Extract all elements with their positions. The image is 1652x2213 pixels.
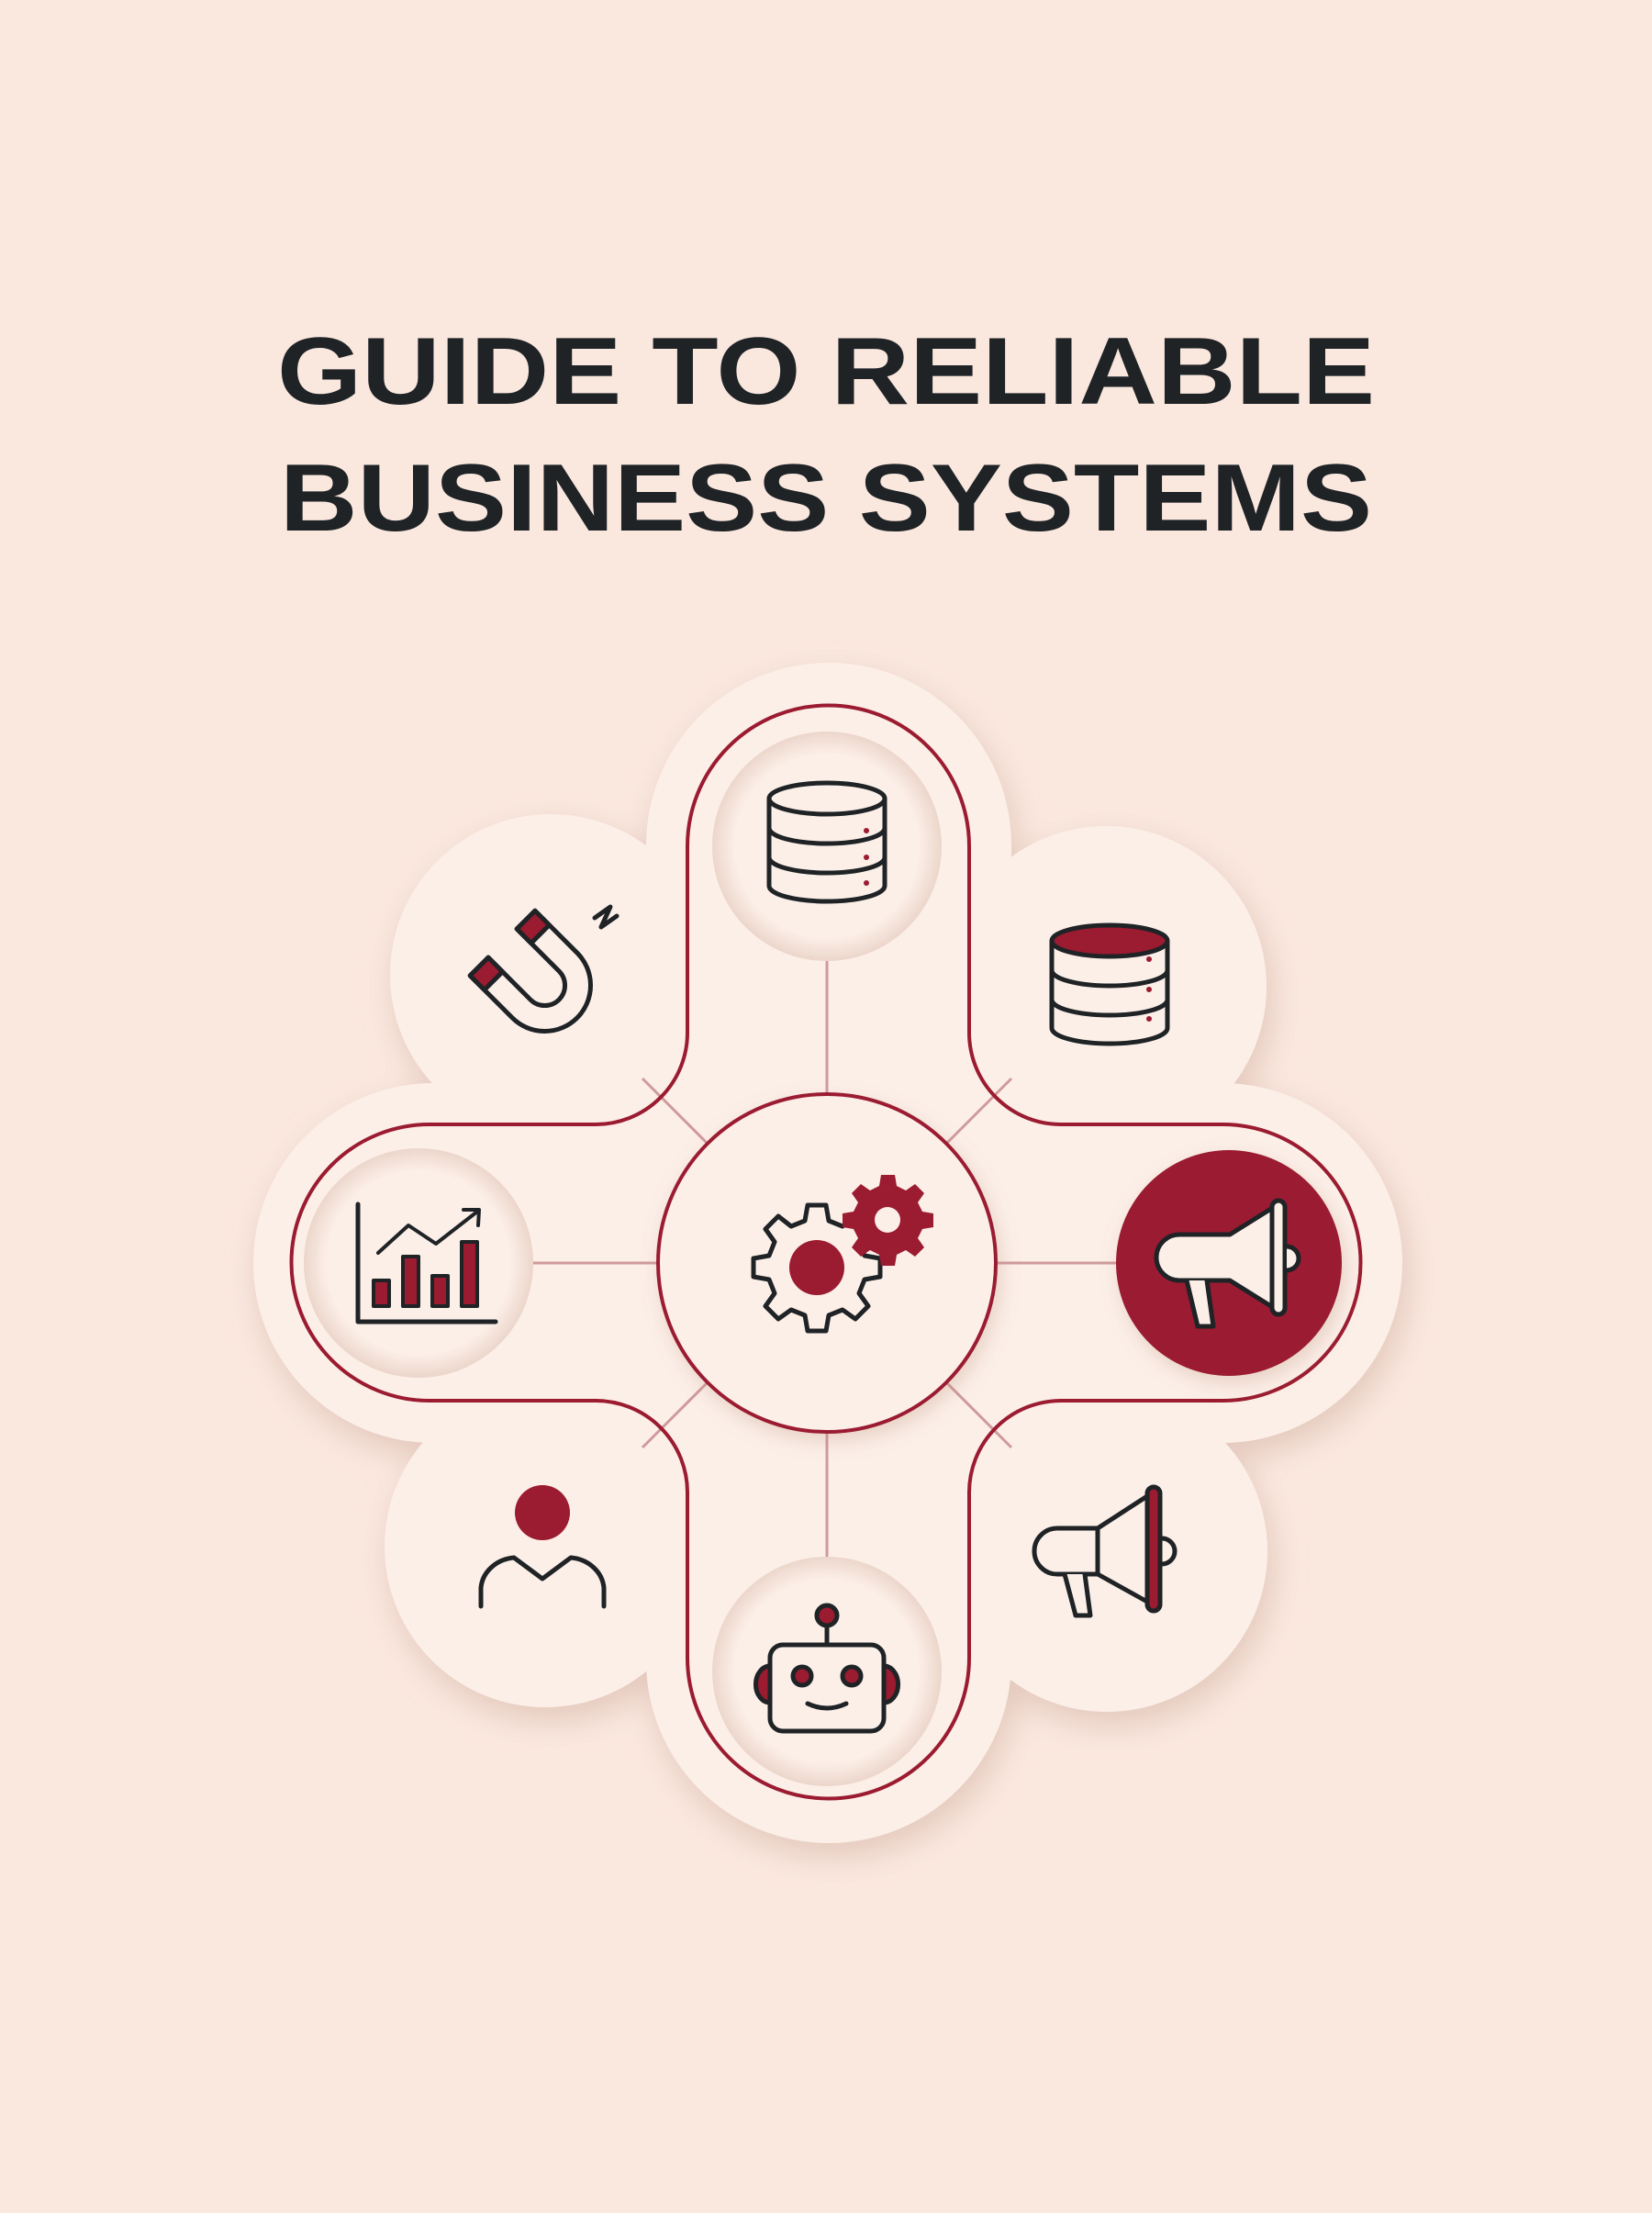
database-icon [766,780,887,904]
database-filled-icon [1049,922,1170,1046]
megaphone-icon [1032,1484,1178,1618]
user-icon [478,1485,607,1609]
title-line-1: GUIDE TO RELIABLE [277,319,1375,425]
gears-icon [751,1175,933,1334]
magnet-icon [467,908,594,1034]
plus-outline [289,703,1363,1801]
title-line-2: BUSINESS SYSTEMS [280,445,1372,552]
robot-icon [753,1603,900,1734]
megaphone-icon [1154,1198,1301,1329]
bar-chart-growth-icon [355,1202,498,1324]
spark-icon [592,904,620,930]
connectors [532,959,1116,1560]
